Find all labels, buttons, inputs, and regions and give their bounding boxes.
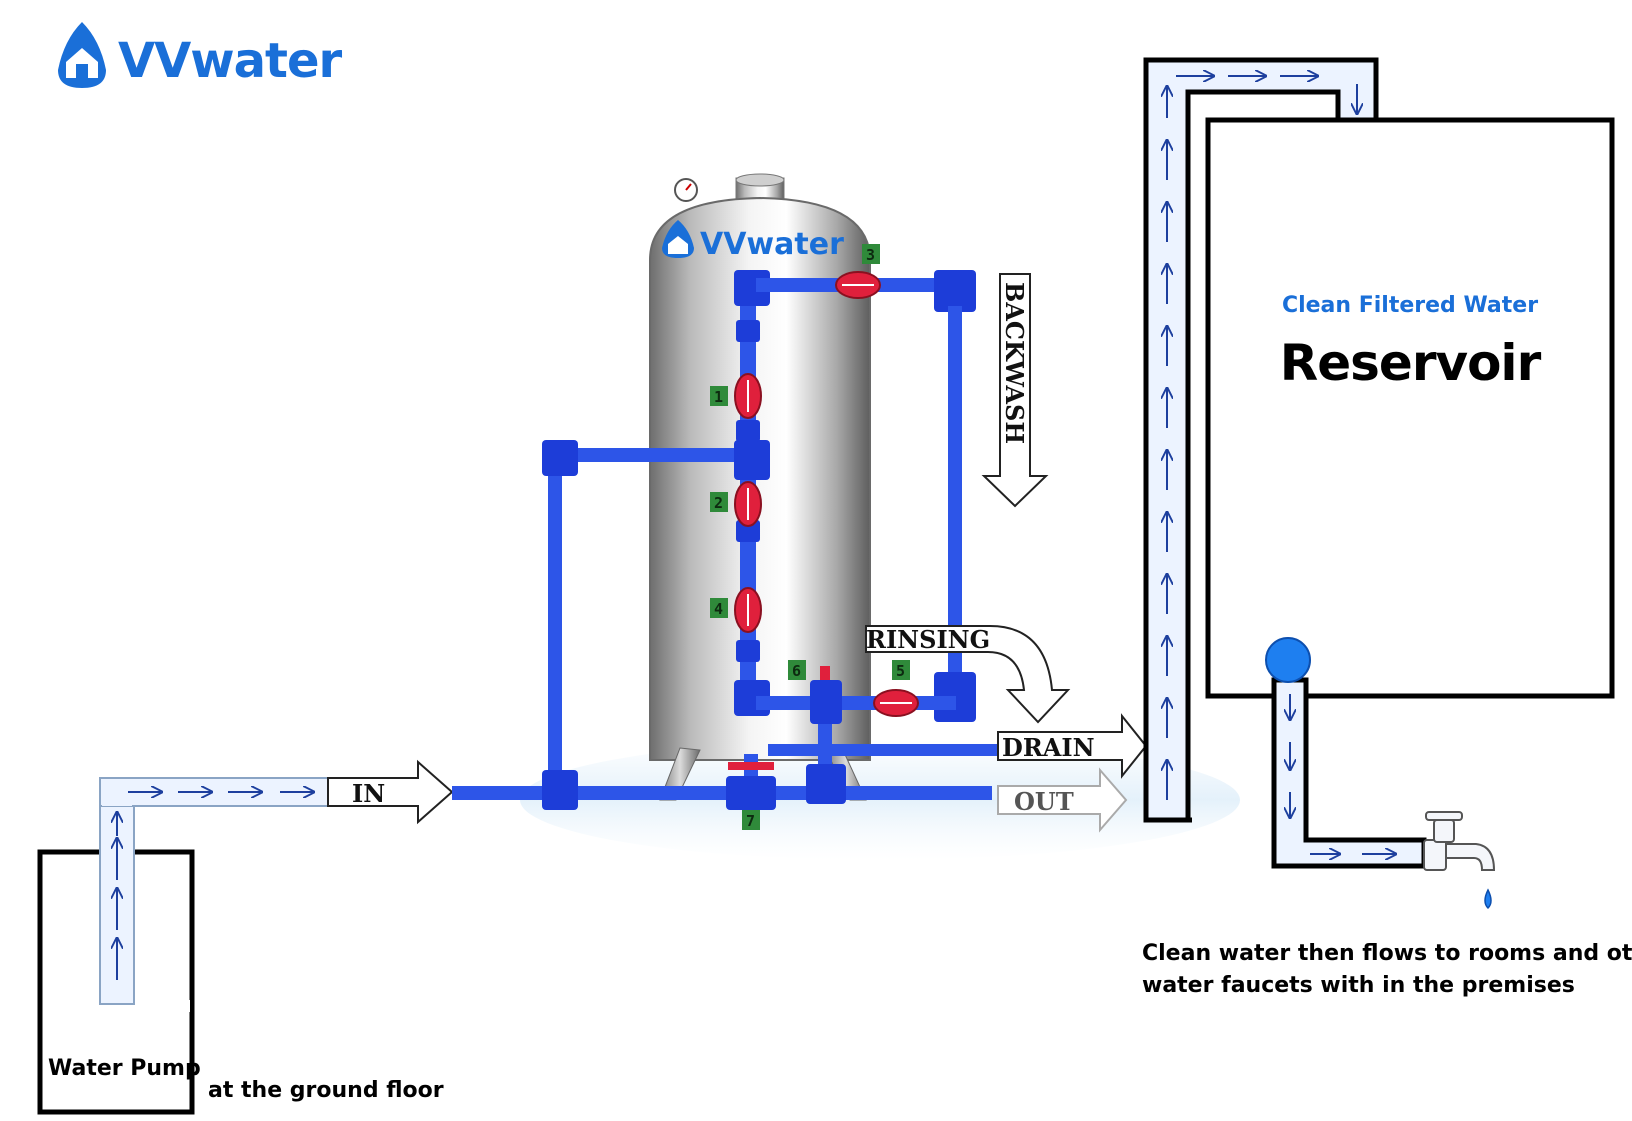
- in-arrow: IN: [327, 759, 454, 825]
- valve-6: [820, 666, 830, 680]
- out-arrow: OUT: [997, 767, 1128, 833]
- brand-logo: VVwater: [58, 22, 344, 89]
- ground-floor-label: at the ground floor: [208, 1078, 444, 1103]
- valve-tag-1: 1: [714, 388, 723, 406]
- note-line-1: Clean water then flows to rooms and othe…: [1142, 941, 1632, 966]
- valve-tag-3: 3: [866, 246, 875, 264]
- valve-7: [728, 762, 774, 770]
- drain-arrow: DRAIN: [997, 713, 1148, 779]
- valve-5: [873, 689, 919, 717]
- backwash-arrow: BACKWASH: [981, 273, 1049, 508]
- svg-text:VVwater: VVwater: [700, 227, 844, 262]
- tank-logo: VVwater: [662, 220, 844, 262]
- faucet-supply-pipe: [1265, 637, 1427, 869]
- reservoir-label: Reservoir: [1280, 334, 1542, 392]
- backwash-label: BACKWASH: [1000, 282, 1029, 444]
- valve-tag-4: 4: [714, 600, 723, 618]
- valve-2: [734, 481, 762, 527]
- valve-4: [734, 587, 762, 633]
- valve-tag-6: 6: [792, 662, 801, 680]
- note-line-2: water faucets with in the premises: [1142, 973, 1575, 998]
- rinsing-arrow: RINSING: [865, 625, 1071, 724]
- inlet-riser-pipe: [99, 777, 329, 1005]
- outlet-ball: [1265, 637, 1311, 683]
- reservoir-tank: [1205, 117, 1615, 699]
- drain-label: DRAIN: [1002, 733, 1095, 762]
- faucet-icon: [1423, 811, 1496, 910]
- out-label: OUT: [1014, 787, 1074, 816]
- valve-tags: 3 1 2 4 5 6 7: [710, 244, 910, 830]
- valve-tag-7: 7: [746, 812, 755, 830]
- water-pump-label: Water Pump: [48, 1056, 201, 1081]
- rinsing-label: RINSING: [866, 625, 990, 654]
- house-drop-icon: [58, 22, 106, 88]
- valve-1: [734, 373, 762, 419]
- valve-tag-2: 2: [714, 494, 723, 512]
- in-label: IN: [352, 779, 385, 808]
- valve-3: [835, 271, 881, 299]
- valves: [728, 271, 919, 770]
- valve-tag-5: 5: [896, 662, 905, 680]
- brand-name: VVwater: [118, 33, 343, 89]
- reservoir-sub-label: Clean Filtered Water: [1282, 293, 1538, 318]
- water-drop-icon: [1484, 888, 1492, 910]
